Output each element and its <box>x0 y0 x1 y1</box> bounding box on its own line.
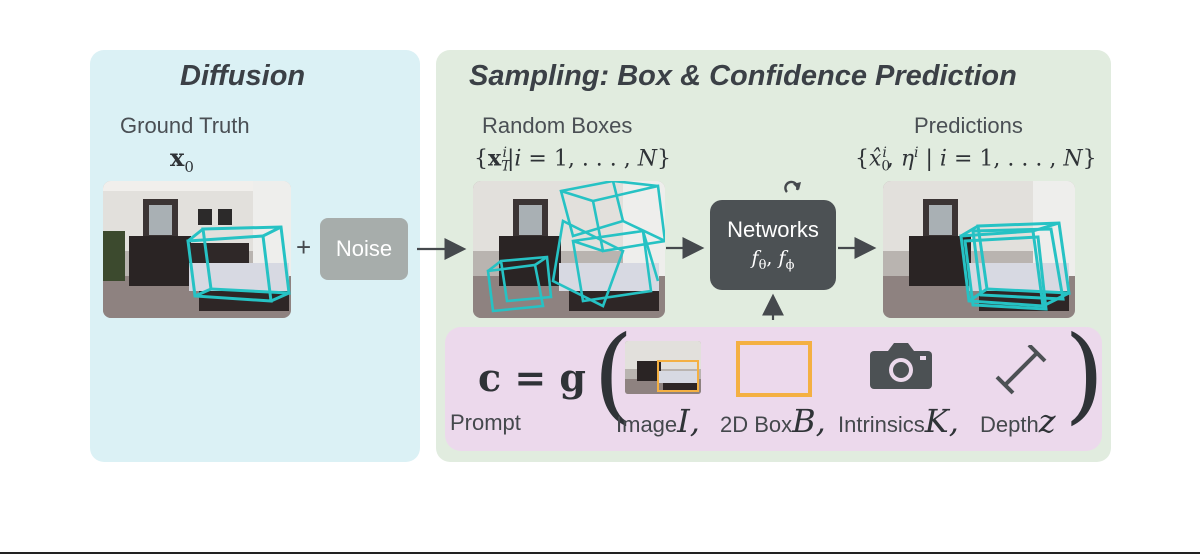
noise-label: Noise <box>335 236 393 261</box>
random-boxes-formula: {xTi|i = 1, . . . , N} <box>474 145 672 175</box>
sampling-title: Sampling: Box & Confidence Prediction <box>469 60 1017 92</box>
networks-label: Networks <box>727 217 819 243</box>
prompt-panel <box>445 327 1102 451</box>
noise-box: Noise <box>320 218 408 280</box>
ruler-icon <box>995 345 1047 395</box>
bottom-rule <box>0 552 1200 554</box>
camera-icon <box>870 343 932 389</box>
ground-truth-image <box>103 181 291 318</box>
prompt-equation: c = g <box>478 355 587 400</box>
plus-sign: + <box>296 232 312 262</box>
diffusion-title: Diffusion <box>180 60 306 92</box>
condition-depth: Depthz <box>980 402 1056 440</box>
image-thumbnail-icon <box>625 341 701 394</box>
networks-box: Networks fθ, fϕ <box>710 200 836 290</box>
random-boxes-label: Random Boxes <box>482 113 633 138</box>
box-2d-icon <box>736 341 812 397</box>
condition-intrinsics: IntrinsicsK, <box>838 402 959 440</box>
condition-image: ImageI, <box>616 402 700 440</box>
ground-truth-label: Ground Truth <box>120 113 250 138</box>
predictions-formula: {x̂0i, ηi | i = 1, . . . , N} <box>855 145 1097 175</box>
prompt-label: Prompt <box>450 410 521 435</box>
networks-formula: fθ, fϕ <box>751 247 795 273</box>
random-boxes-image <box>473 181 665 318</box>
x0-formula: x0 <box>170 143 194 176</box>
predictions-image <box>883 181 1075 318</box>
close-paren: ) <box>1064 313 1105 435</box>
condition-2d-box: 2D BoxB, <box>720 402 826 440</box>
predictions-label: Predictions <box>914 113 1023 138</box>
